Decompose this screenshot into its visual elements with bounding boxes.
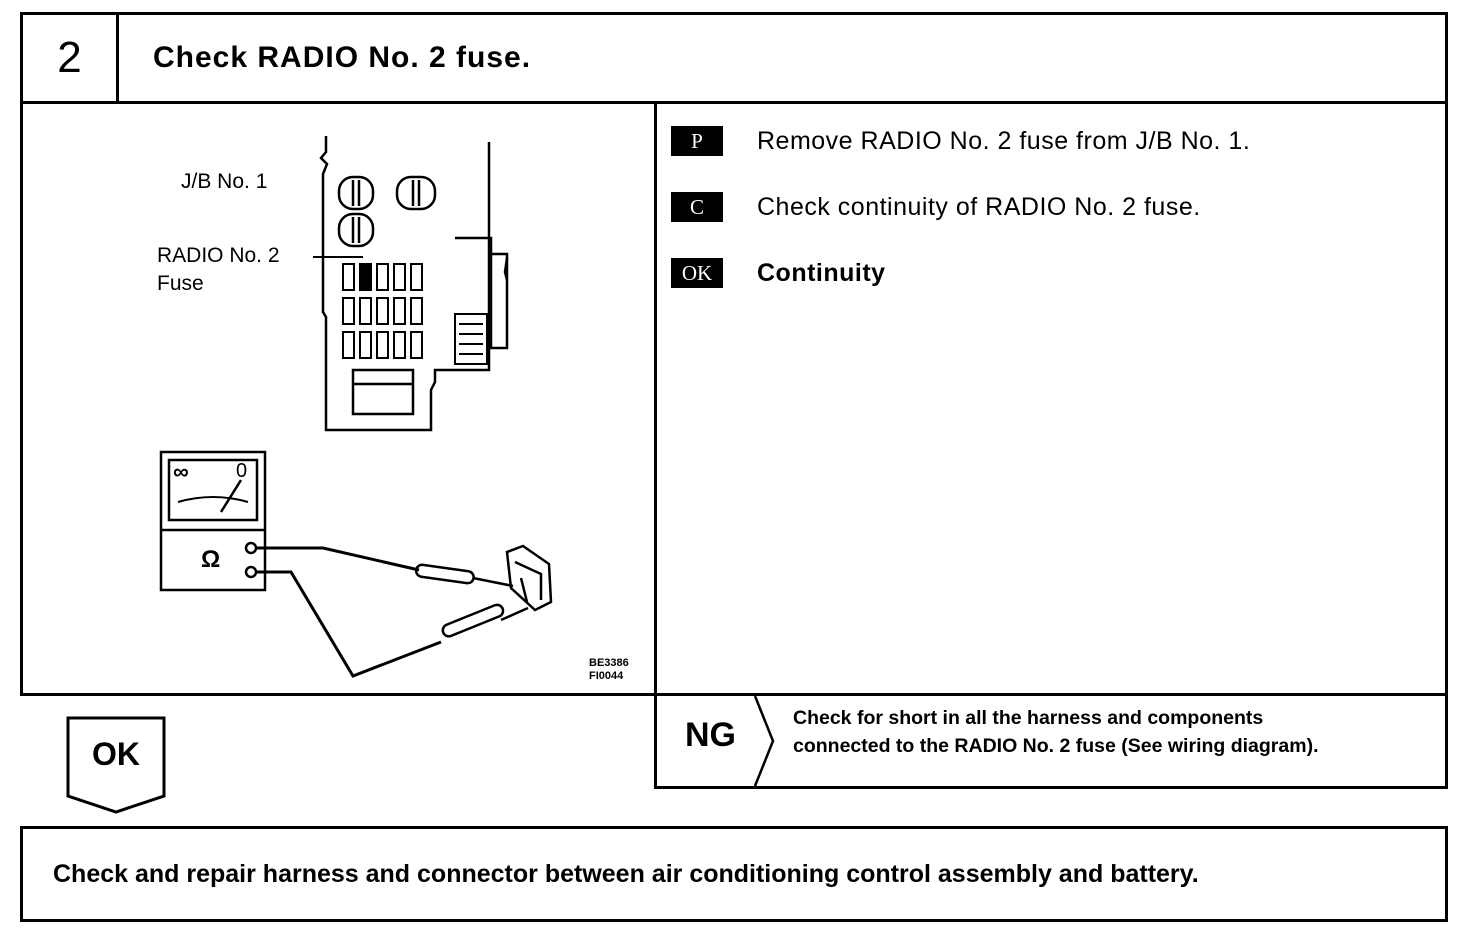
procedure-badge: P (671, 126, 723, 156)
ohm-icon: Ω (201, 546, 221, 573)
instruction-text: Remove RADIO No. 2 fuse from J/B No. 1. (757, 126, 1251, 155)
ok-label: OK (92, 736, 140, 772)
figure-code: BE3386 (589, 657, 629, 669)
instruction-panel: P Remove RADIO No. 2 fuse from J/B No. 1… (654, 102, 1448, 696)
fuse-label: RADIO No. 2 (157, 244, 280, 267)
figure-code: FI0044 (589, 670, 624, 682)
meter-zero-mark: 0 (236, 460, 248, 482)
illustration-panel: J/B No. 1 RADIO No. 2 Fuse ∞ 0 Ω BE3386 … (20, 102, 657, 696)
jb-label: J/B No. 1 (181, 170, 268, 193)
step-header: 2 Check RADIO No. 2 fuse. (20, 12, 1448, 104)
ok-badge: OK (671, 258, 723, 288)
next-action-text: Check and repair harness and connector b… (53, 859, 1199, 888)
instruction-text: Continuity (757, 258, 886, 287)
junction-block-ohmmeter-illustration (159, 136, 553, 678)
ok-arrow-shape (66, 716, 166, 814)
ng-instruction-line: connected to the RADIO No. 2 fuse (See w… (793, 735, 1319, 757)
instruction-row-procedure: P Remove RADIO No. 2 fuse from J/B No. 1… (671, 126, 1250, 156)
fuse-label-sub: Fuse (157, 272, 204, 295)
ng-label: NG (685, 716, 736, 754)
ng-instruction: Check for short in all the harness and c… (793, 704, 1443, 760)
check-badge: C (671, 192, 723, 222)
meter-infinity-mark: ∞ (173, 459, 189, 484)
ng-instruction-line: Check for short in all the harness and c… (793, 707, 1264, 729)
step-number: 2 (23, 15, 119, 101)
instruction-row-check: C Check continuity of RADIO No. 2 fuse. (671, 192, 1201, 222)
step-title: Check RADIO No. 2 fuse. (153, 41, 532, 74)
instruction-text: Check continuity of RADIO No. 2 fuse. (757, 192, 1201, 221)
instruction-row-ok: OK Continuity (671, 258, 886, 288)
ng-result-box: NG Check for short in all the harness an… (654, 693, 1448, 789)
next-action-box: Check and repair harness and connector b… (20, 826, 1448, 922)
ng-divider-chevron (753, 696, 775, 786)
